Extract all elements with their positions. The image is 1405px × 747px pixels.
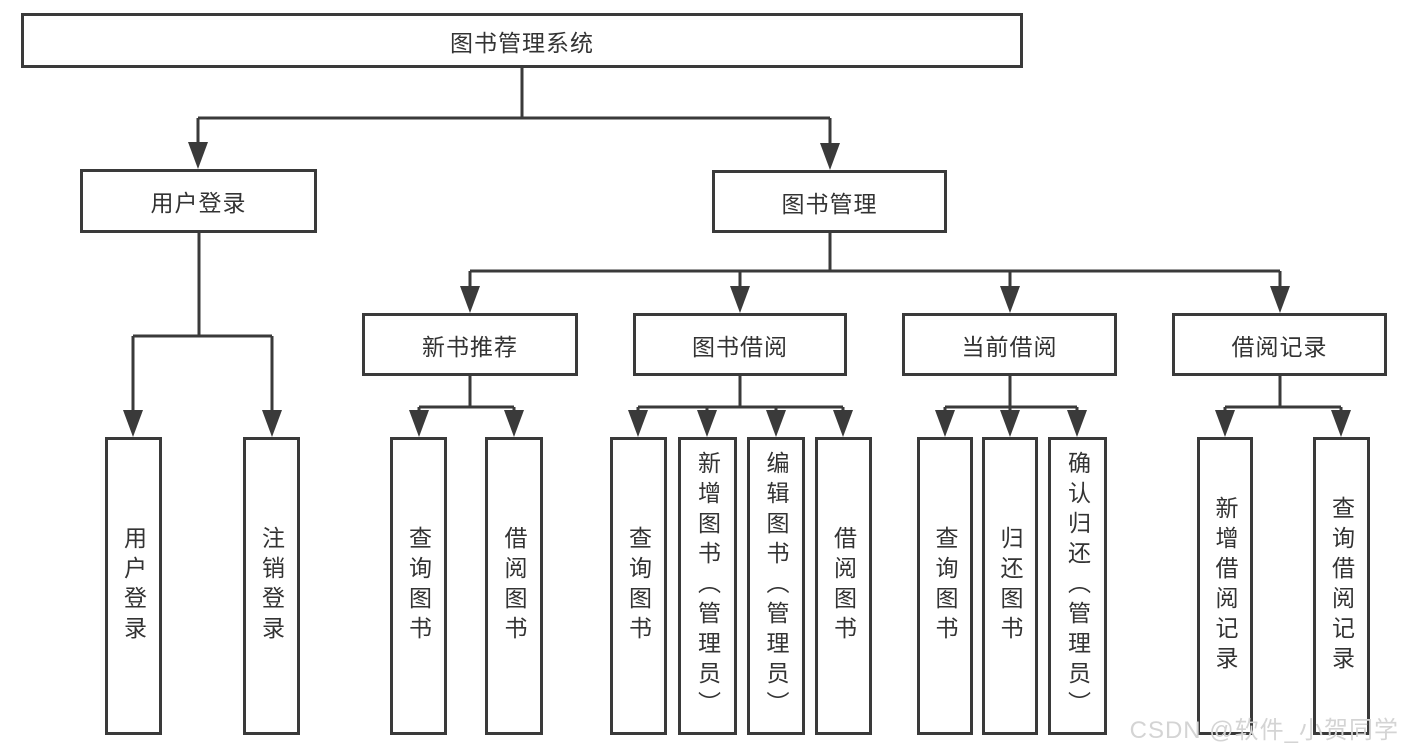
leaf-logout: 注销登录 xyxy=(243,437,300,735)
node-system-root: 图书管理系统 xyxy=(21,13,1023,68)
node-label: 图书管理 xyxy=(781,190,878,217)
arrowhead xyxy=(262,410,282,437)
arrowhead xyxy=(460,286,480,313)
leaf-label: 查询图书 xyxy=(405,526,432,646)
leaf-label: 借阅图书 xyxy=(830,526,857,646)
leaf-borrowing-add-books-admin: 新增图书（管理员） xyxy=(678,437,737,735)
leaf-borrowing-edit-books-admin: 编辑图书（管理员） xyxy=(747,437,805,735)
leaf-label: 用户登录 xyxy=(120,526,147,646)
leaf-label: 新增图书（管理员） xyxy=(694,451,721,721)
leaf-current-confirm-return-admin: 确认归还（管理员） xyxy=(1048,437,1107,735)
node-book-borrowing: 图书借阅 xyxy=(633,313,847,376)
arrowhead xyxy=(1331,410,1351,437)
leaf-newbook-borrow-books: 借阅图书 xyxy=(485,437,543,735)
watermark: CSDN @软件_小贺同学 xyxy=(1129,717,1399,744)
leaf-user-login: 用户登录 xyxy=(105,437,162,735)
leaf-borrowing-borrow-books: 借阅图书 xyxy=(815,437,872,735)
arrowhead xyxy=(409,410,429,437)
leaf-current-query-books: 查询图书 xyxy=(917,437,973,735)
node-new-book-recommend: 新书推荐 xyxy=(362,313,578,376)
arrowhead xyxy=(1270,286,1290,313)
leaf-label: 确认归还（管理员） xyxy=(1064,451,1091,721)
node-borrow-records: 借阅记录 xyxy=(1172,313,1387,376)
arrowhead xyxy=(1215,410,1235,437)
node-label: 图书管理系统 xyxy=(450,29,594,56)
arrowhead xyxy=(504,410,524,437)
leaf-label: 查询图书 xyxy=(625,526,652,646)
leaf-newbook-query-books: 查询图书 xyxy=(390,437,447,735)
node-label: 用户登录 xyxy=(150,190,247,216)
node-book-management: 图书管理 xyxy=(712,170,947,233)
leaf-label: 新增借阅记录 xyxy=(1212,496,1238,676)
leaf-label: 编辑图书（管理员） xyxy=(763,451,789,721)
arrowhead xyxy=(730,286,750,313)
connector-newbook-split xyxy=(409,376,524,437)
connector-root xyxy=(188,68,840,170)
connector-current-split xyxy=(935,376,1087,437)
arrowhead xyxy=(123,410,143,437)
node-label: 借阅记录 xyxy=(1231,333,1328,360)
leaf-label: 借阅图书 xyxy=(501,526,527,646)
node-label: 新书推荐 xyxy=(422,333,518,360)
arrowhead xyxy=(935,410,955,437)
arrowhead xyxy=(697,410,717,437)
leaf-borrowing-query-books: 查询图书 xyxy=(610,437,667,735)
connector-mgmt-split xyxy=(460,233,1290,313)
arrowhead xyxy=(188,142,208,169)
leaf-label: 查询借阅记录 xyxy=(1328,496,1355,676)
leaf-label: 查询图书 xyxy=(932,526,958,646)
connector-record-split xyxy=(1215,376,1351,437)
arrowhead xyxy=(820,143,840,170)
node-label: 当前借阅 xyxy=(961,333,1058,360)
connector-borrow-split xyxy=(628,376,853,437)
leaf-label: 注销登录 xyxy=(258,526,285,646)
leaf-records-query-borrow-record: 查询借阅记录 xyxy=(1313,437,1370,735)
arrowhead xyxy=(766,410,786,437)
node-label: 图书借阅 xyxy=(692,333,788,360)
arrowhead xyxy=(833,410,853,437)
arrowhead xyxy=(1000,410,1020,437)
arrowhead xyxy=(1067,410,1087,437)
leaf-current-return-books: 归还图书 xyxy=(982,437,1038,735)
leaf-label: 归还图书 xyxy=(997,526,1023,646)
connector-login-split xyxy=(123,233,282,437)
arrowhead xyxy=(628,410,648,437)
node-current-borrowing: 当前借阅 xyxy=(902,313,1117,376)
leaf-records-add-borrow-record: 新增借阅记录 xyxy=(1197,437,1253,735)
node-user-login: 用户登录 xyxy=(80,169,317,233)
arrowhead xyxy=(1000,286,1020,313)
